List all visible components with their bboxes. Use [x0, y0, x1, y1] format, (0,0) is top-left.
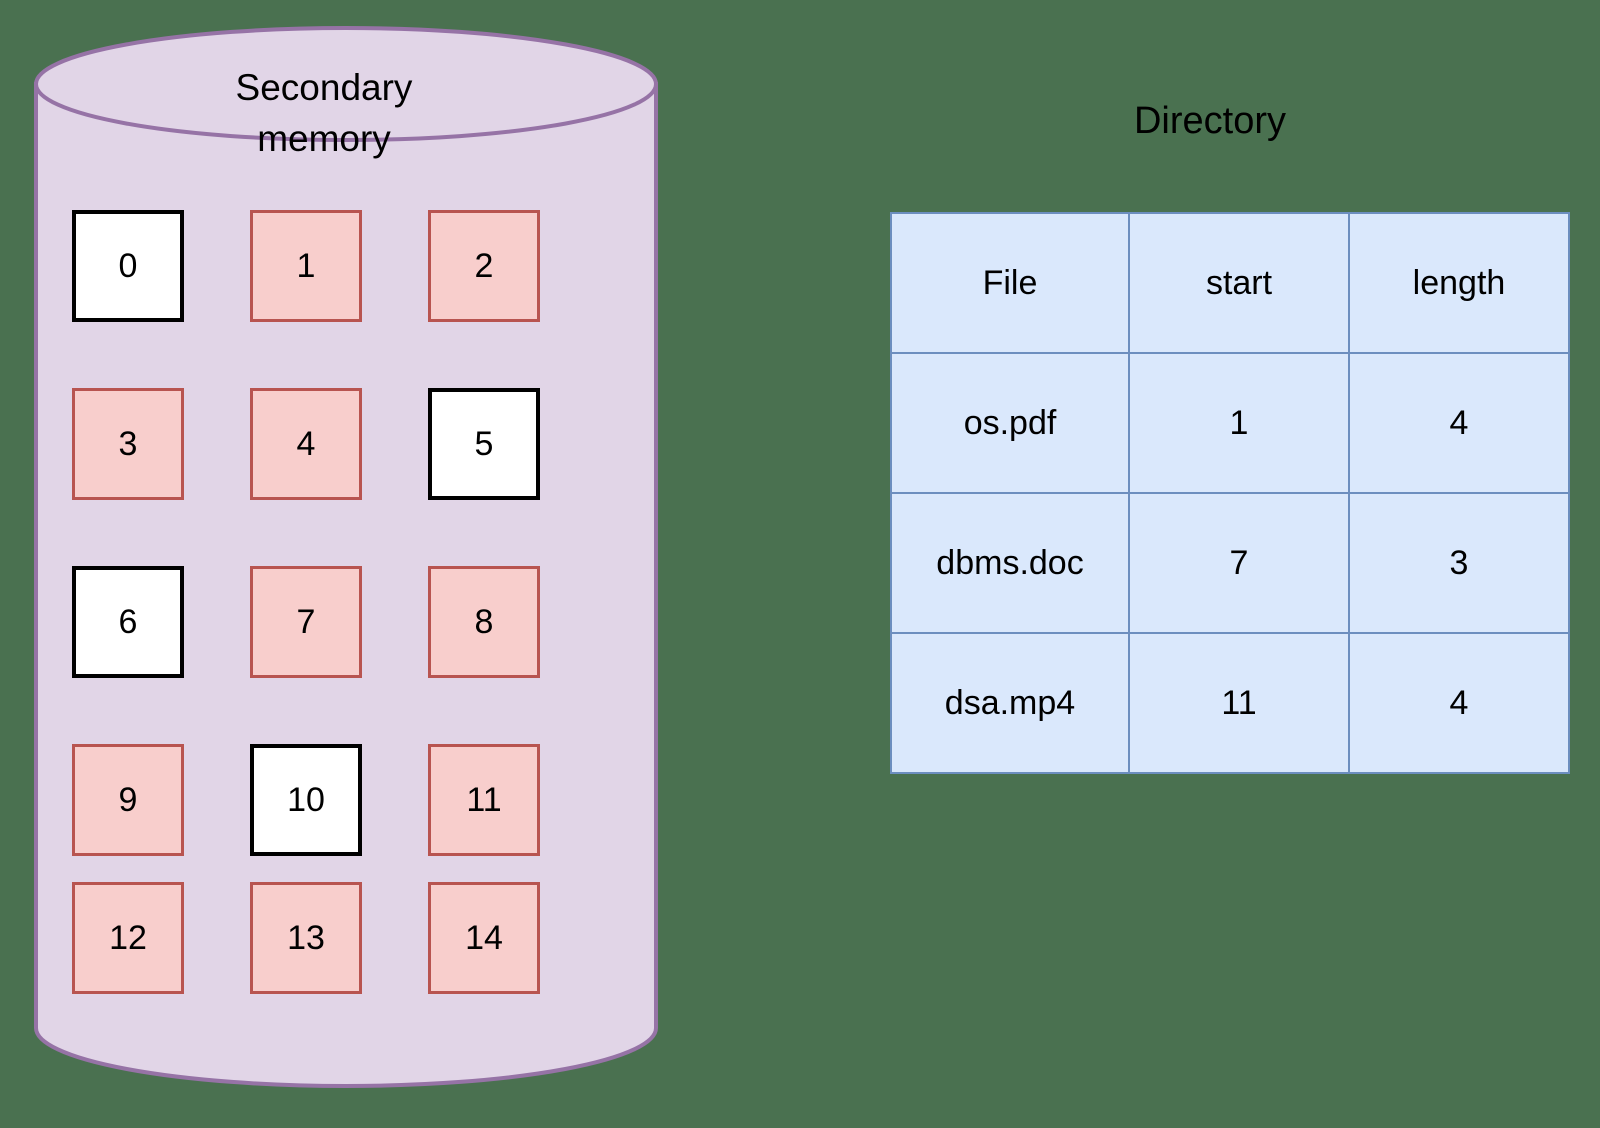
- directory-table: File start length os.pdf 1 4 dbms.doc 7 …: [890, 212, 1570, 774]
- memory-block-14[interactable]: 14: [428, 882, 540, 994]
- memory-block-7[interactable]: 7: [250, 566, 362, 678]
- column-header-length: length: [1348, 212, 1570, 354]
- memory-block-12[interactable]: 12: [72, 882, 184, 994]
- cell-length-1: 3: [1348, 492, 1570, 634]
- cell-file-2: dsa.mp4: [890, 632, 1130, 774]
- memory-block-0[interactable]: 0: [72, 210, 184, 322]
- memory-block-grid: 0 1 2 3 4 5 6 7 8 9 10 11 12 13 14: [72, 210, 542, 1002]
- memory-block-11[interactable]: 11: [428, 744, 540, 856]
- memory-block-8[interactable]: 8: [428, 566, 540, 678]
- column-header-start: start: [1128, 212, 1350, 354]
- memory-block-6[interactable]: 6: [72, 566, 184, 678]
- cell-start-1: 7: [1128, 492, 1350, 634]
- memory-block-4[interactable]: 4: [250, 388, 362, 500]
- cell-start-0: 1: [1128, 352, 1350, 494]
- memory-block-5[interactable]: 5: [428, 388, 540, 500]
- cell-length-2: 4: [1348, 632, 1570, 774]
- table-row[interactable]: dbms.doc 7 3: [890, 492, 1570, 634]
- memory-block-1[interactable]: 1: [250, 210, 362, 322]
- cell-file-0: os.pdf: [890, 352, 1130, 494]
- memory-block-9[interactable]: 9: [72, 744, 184, 856]
- table-row[interactable]: dsa.mp4 11 4: [890, 632, 1570, 774]
- directory-title: Directory: [1133, 100, 1287, 142]
- cell-file-1: dbms.doc: [890, 492, 1130, 634]
- memory-block-10[interactable]: 10: [250, 744, 362, 856]
- cylinder-top-ellipse: [34, 26, 658, 142]
- memory-block-3[interactable]: 3: [72, 388, 184, 500]
- cell-length-0: 4: [1348, 352, 1570, 494]
- column-header-file: File: [890, 212, 1130, 354]
- memory-block-13[interactable]: 13: [250, 882, 362, 994]
- cell-start-2: 11: [1128, 632, 1350, 774]
- memory-block-2[interactable]: 2: [428, 210, 540, 322]
- table-header-row: File start length: [890, 212, 1570, 354]
- table-row[interactable]: os.pdf 1 4: [890, 352, 1570, 494]
